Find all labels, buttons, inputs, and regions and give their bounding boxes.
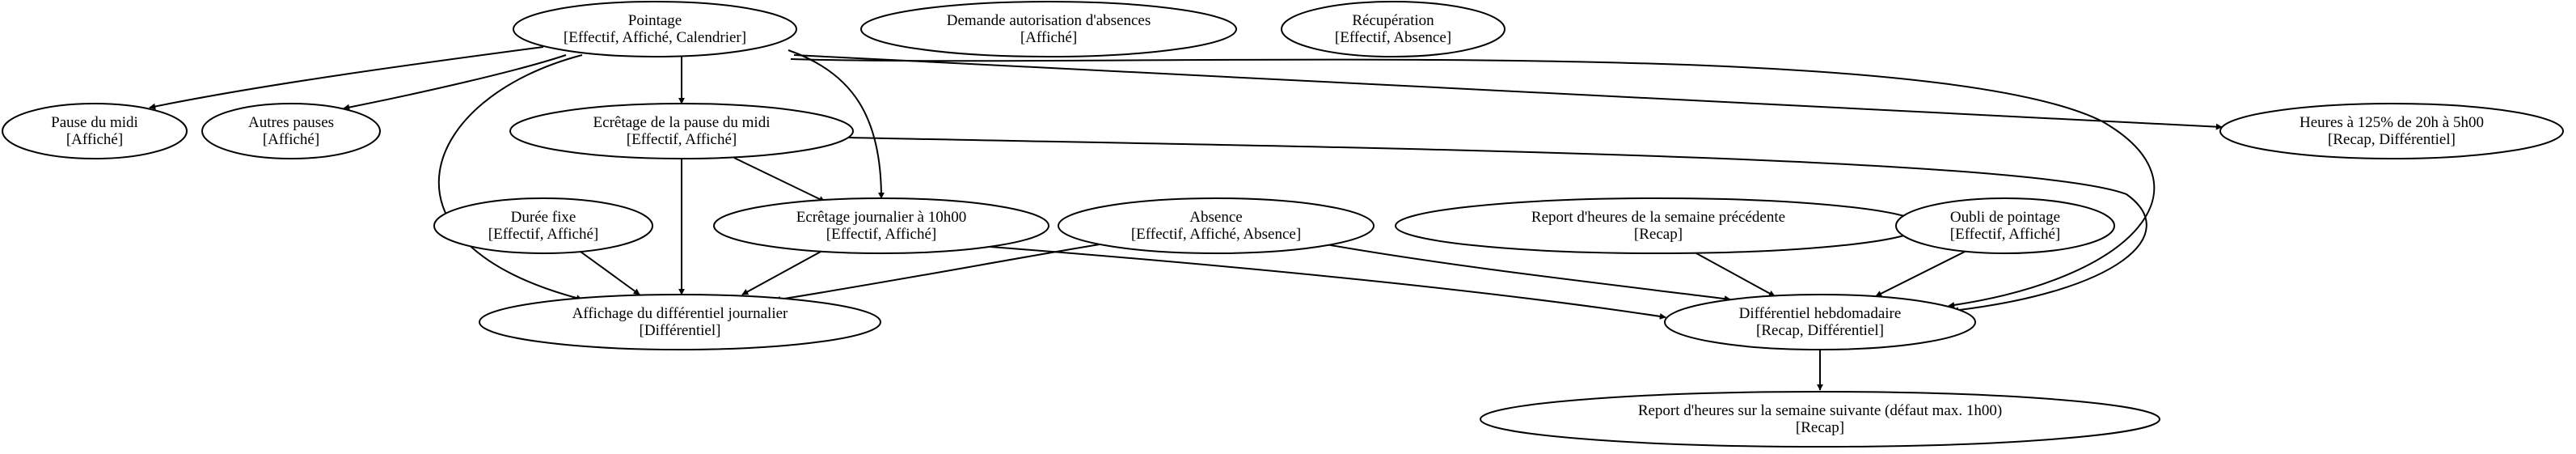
node-title: Report d'heures de la semaine précédente	[1531, 209, 1785, 226]
node-pause-midi: Pause du midi[Affiché]	[2, 103, 188, 159]
node-report-precedente: Report d'heures de la semaine précédente…	[1395, 197, 1922, 254]
edge-arrow	[774, 244, 1100, 303]
node-tags: [Recap]	[1796, 419, 1844, 436]
node-ecretage-journalier: Ecrêtage journalier à 10h00[Effectif, Af…	[713, 197, 1049, 254]
edge-report-precedente-to-diff-hebdo	[1696, 252, 1776, 297]
edge-arrow	[793, 54, 2223, 130]
node-title: Pause du midi	[51, 114, 138, 131]
node-title: Ecrêtage de la pause du midi	[593, 114, 771, 131]
node-ellipse	[513, 1, 797, 57]
edge-arrow	[790, 58, 2156, 308]
node-tags: [Effectif, Absence]	[1335, 29, 1451, 46]
node-ellipse	[479, 294, 881, 350]
edge-arrow	[990, 246, 1666, 320]
edge-duree-fixe-to-affichage-diff	[580, 251, 640, 295]
node-ellipse	[509, 103, 854, 159]
edge-arrow	[848, 137, 2147, 314]
node-ecretage-pause: Ecrêtage de la pause du midi[Effectif, A…	[509, 103, 854, 159]
edge-pointage-to-autres-pauses	[343, 54, 567, 111]
edge-arrow	[343, 54, 567, 111]
node-report-suivante: Report d'heures sur la semaine suivante …	[1480, 391, 2160, 448]
node-oubli: Oubli de pointage[Effectif, Affiché]	[1895, 197, 2115, 254]
node-title: Durée fixe	[511, 209, 576, 226]
edge-arrow	[580, 251, 640, 295]
node-title: Récupération	[1352, 12, 1434, 29]
edge-arrow	[741, 251, 821, 295]
node-diff-hebdo: Différentiel hebdomadaire[Recap, Différe…	[1664, 294, 1976, 350]
edge-pointage-to-affichage-diff	[438, 54, 583, 302]
node-duree-fixe: Durée fixe[Effectif, Affiché]	[433, 197, 653, 254]
node-tags: [Effectif, Affiché]	[488, 226, 598, 243]
node-ellipse	[1480, 391, 2160, 448]
node-absence: Absence[Effectif, Affiché, Absence]	[1058, 197, 1375, 254]
node-tags: [Effectif, Affiché]	[826, 226, 936, 243]
edge-pointage-to-pause-midi	[149, 46, 544, 110]
node-tags: [Affiché]	[263, 131, 319, 148]
node-tags: [Recap]	[1634, 226, 1683, 243]
node-tags: [Affiché]	[66, 131, 123, 148]
node-title: Pointage	[628, 12, 682, 29]
node-tags: [Effectif, Affiché, Absence]	[1131, 226, 1301, 243]
node-ellipse	[1664, 294, 1976, 350]
node-affichage-diff: Affichage du différentiel journalier[Dif…	[479, 294, 881, 350]
node-title: Report d'heures sur la semaine suivante …	[1638, 402, 2002, 419]
edge-arrow	[149, 46, 544, 110]
edge-arrow	[733, 157, 826, 202]
node-tags: [Affiché]	[1020, 29, 1077, 46]
node-title: Demande autorisation d'absences	[947, 12, 1151, 29]
edge-ecretage-journalier-to-affichage-diff	[741, 251, 821, 295]
edge-ecretage-pause-to-diff-hebdo	[848, 137, 2147, 314]
node-tags: [Différentiel]	[640, 322, 721, 339]
node-ellipse	[433, 197, 653, 254]
node-pointage: Pointage[Effectif, Affiché, Calendrier]	[513, 1, 797, 57]
node-heures-125: Heures à 125% de 20h à 5h00[Recap, Diffé…	[2219, 103, 2564, 159]
edges-layer	[149, 46, 2223, 391]
node-ellipse	[201, 103, 381, 159]
edge-arrow	[1325, 244, 1731, 303]
node-title: Autres pauses	[248, 114, 334, 131]
node-demande: Demande autorisation d'absences[Affiché]	[860, 1, 1237, 57]
node-ellipse	[1281, 1, 1505, 57]
node-tags: [Effectif, Affiché, Calendrier]	[564, 29, 746, 46]
node-tags: [Recap, Différentiel]	[1756, 322, 1884, 339]
edge-ecretage-journalier-to-diff-hebdo	[990, 246, 1666, 320]
node-title: Absence	[1189, 209, 1242, 226]
node-tags: [Recap, Différentiel]	[2328, 131, 2456, 148]
edge-pointage-to-diff-hebdo	[790, 58, 2156, 308]
node-recuperation: Récupération[Effectif, Absence]	[1281, 1, 1505, 57]
node-title: Oubli de pointage	[1950, 209, 2060, 226]
node-ellipse	[713, 197, 1049, 254]
edge-ecretage-pause-to-ecretage-journalier	[733, 157, 826, 202]
node-ellipse	[2219, 103, 2564, 159]
edge-oubli-to-diff-hebdo	[1875, 251, 1966, 297]
edge-arrow	[1875, 251, 1966, 297]
node-ellipse	[860, 1, 1237, 57]
node-title: Ecrêtage journalier à 10h00	[796, 209, 966, 226]
node-tags: [Effectif, Affiché]	[627, 131, 737, 148]
node-tags: [Effectif, Affiché]	[1950, 226, 2060, 243]
edge-arrow	[1696, 252, 1776, 297]
node-ellipse	[1895, 197, 2115, 254]
edge-absence-to-diff-hebdo	[1325, 244, 1731, 303]
node-title: Heures à 125% de 20h à 5h00	[2299, 114, 2484, 131]
node-title: Différentiel hebdomadaire	[1739, 305, 1902, 322]
edge-pointage-to-heures-125	[793, 54, 2223, 130]
edge-absence-to-affichage-diff	[774, 244, 1100, 303]
node-ellipse	[2, 103, 188, 159]
node-title: Affichage du différentiel journalier	[572, 305, 788, 322]
edge-arrow	[438, 54, 583, 302]
nodes-layer: Pointage[Effectif, Affiché, Calendrier] D…	[2, 1, 2564, 448]
node-ellipse	[1058, 197, 1375, 254]
node-autres-pauses: Autres pauses[Affiché]	[201, 103, 381, 159]
